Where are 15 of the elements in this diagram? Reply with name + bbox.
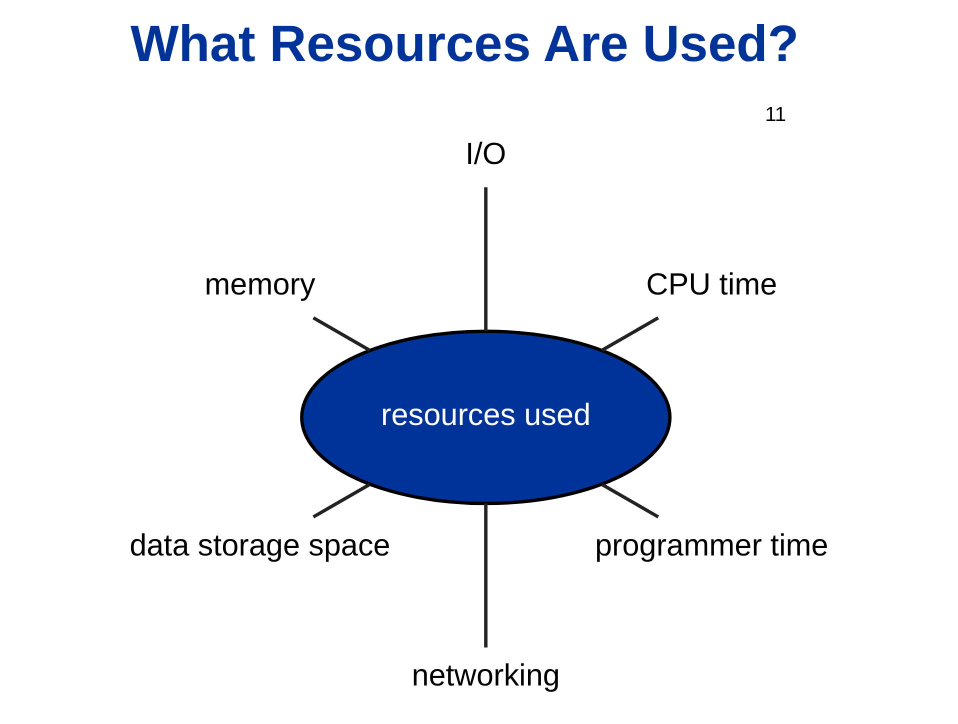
node-text: data storage space (130, 528, 390, 562)
node-text: networking (412, 658, 560, 693)
connector (484, 504, 488, 648)
connector (312, 316, 370, 352)
node-ellipse: resources used (300, 330, 672, 506)
connector (601, 483, 660, 518)
node-text: CPU time (646, 267, 778, 302)
connector (601, 316, 660, 352)
diagram-title: What Resources Are Used? (130, 15, 799, 72)
connector (312, 483, 370, 518)
node-text: memory (204, 267, 316, 302)
node-text: I/O (465, 137, 506, 172)
node-text: programmer time (594, 528, 828, 562)
connector (484, 187, 488, 332)
label: 11 (764, 103, 786, 126)
